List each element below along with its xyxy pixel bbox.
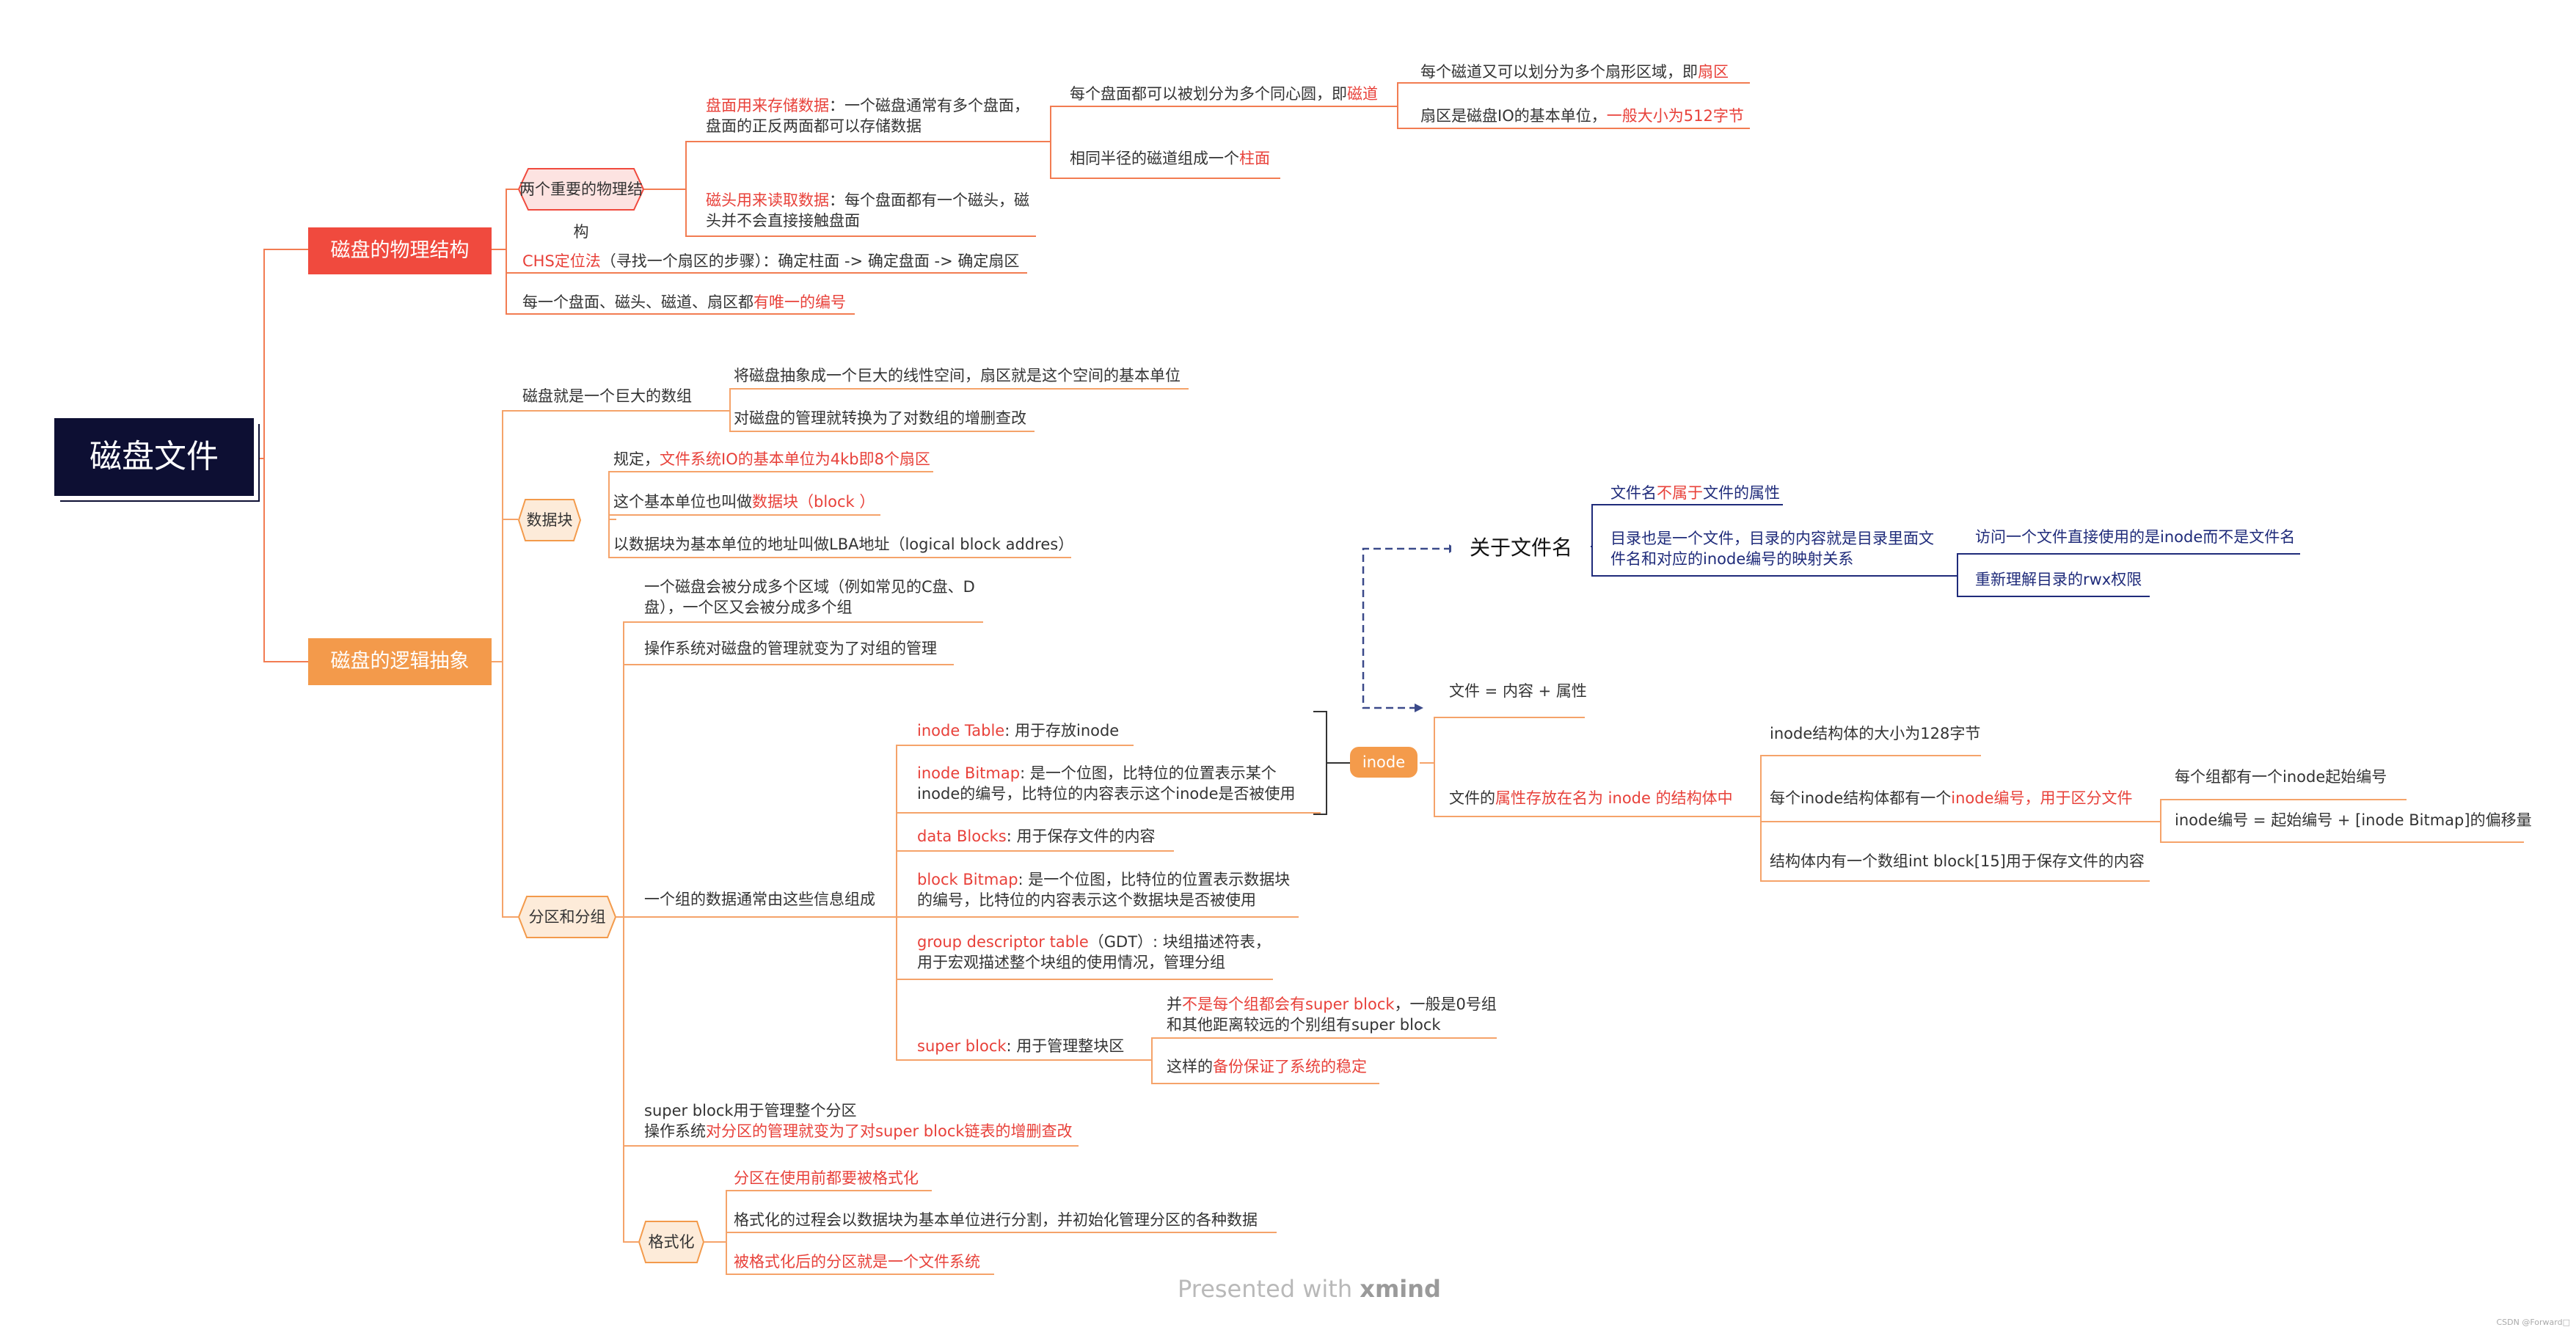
numbering-note[interactable]: 每一个盘面、磁头、磁道、扇区都有唯一的编号 bbox=[522, 293, 846, 311]
chs-note[interactable]: CHS定位法（寻找一个扇区的步骤）：确定柱面 -> 确定盘面 -> 确定扇区 bbox=[522, 252, 1020, 270]
topic-two-structures-label: 两个重要的物理结构 bbox=[519, 180, 643, 241]
file-equation[interactable]: 文件 = 内容 + 属性 bbox=[1449, 682, 1587, 700]
topic-physical-structure[interactable]: 磁盘的物理结构 bbox=[308, 227, 492, 274]
sector-unit-note[interactable]: 扇区是磁盘IO的基本单位，一般大小为512字节 bbox=[1420, 107, 1744, 125]
topic-partition-group-label: 分区和分组 bbox=[528, 908, 606, 926]
track-note[interactable]: 每个盘面都可以被划分为多个同心圆，即磁道 bbox=[1070, 85, 1378, 103]
block-note-3[interactable]: 以数据块为基本单位的地址叫做LBA地址（logical block addres… bbox=[613, 536, 1074, 553]
array-note-1[interactable]: 将磁盘抽象成一个巨大的线性空间，扇区就是这个空间的基本单位 bbox=[734, 367, 1181, 384]
format-note-3[interactable]: 被格式化后的分区就是一个文件系统 bbox=[734, 1253, 980, 1271]
inode-block-array-note[interactable]: 结构体内有一个数组int block[15]用于保存文件的内容 bbox=[1770, 852, 2145, 870]
array-topic[interactable]: 磁盘就是一个巨大的数组 bbox=[522, 387, 692, 405]
block-bitmap-note[interactable]: block Bitmap: 是一个位图，比特位的位置表示数据块的编号，比特位的内… bbox=[917, 871, 1291, 909]
sector-note[interactable]: 每个磁道又可以划分为多个扇形区域，即扇区 bbox=[1420, 63, 1729, 81]
platter-note[interactable]: 盘面用来存储数据：一个磁盘通常有多个盘面，盘面的正反两面都可以存储数据 bbox=[706, 97, 1029, 135]
super-block-note[interactable]: super block: 用于管理整块区 bbox=[917, 1037, 1125, 1055]
topic-format-label: 格式化 bbox=[648, 1233, 695, 1251]
topic-partition-group[interactable]: 分区和分组 bbox=[518, 896, 616, 938]
format-note-1[interactable]: 分区在使用前都要被格式化 bbox=[734, 1169, 919, 1187]
topic-data-block[interactable]: 数据块 bbox=[518, 499, 581, 541]
footer-credit: Presented with xmind bbox=[1178, 1275, 1441, 1303]
inode-size-note[interactable]: inode结构体的大小为128字节 bbox=[1770, 725, 1981, 742]
topic-two-structures[interactable]: 两个重要的物理结构 bbox=[518, 168, 644, 241]
access-by-inode-note[interactable]: 访问一个文件直接使用的是inode而不是文件名 bbox=[1975, 528, 2296, 546]
gdt-note[interactable]: group descriptor table（GDT）: 块组描述符表，用于宏观… bbox=[917, 933, 1271, 971]
block-note-2[interactable]: 这个基本单位也叫做数据块（block ） bbox=[613, 493, 875, 511]
inode-attr-note[interactable]: 文件的属性存放在名为 inode 的结构体中 bbox=[1449, 789, 1733, 807]
head-note[interactable]: 磁头用来读取数据：每个盘面都有一个磁头，磁头并不会直接接触盘面 bbox=[706, 191, 1029, 230]
group-composition[interactable]: 一个组的数据通常由这些信息组成 bbox=[644, 891, 875, 908]
block-note-1[interactable]: 规定，文件系统IO的基本单位为4kb即8个扇区 bbox=[613, 450, 930, 468]
root-topic[interactable]: 磁盘文件 bbox=[54, 418, 254, 496]
super-block-management[interactable]: super block用于管理整个分区操作系统对分区的管理就变为了对super … bbox=[644, 1102, 1073, 1140]
topic-format[interactable]: 格式化 bbox=[638, 1221, 704, 1263]
data-blocks-note[interactable]: data Blocks: 用于保存文件的内容 bbox=[917, 827, 1156, 845]
rwx-note[interactable]: 重新理解目录的rwx权限 bbox=[1975, 571, 2142, 588]
inode-number-note[interactable]: 每个inode结构体都有一个inode编号，用于区分文件 bbox=[1770, 789, 2133, 807]
directory-note[interactable]: 目录也是一个文件，目录的内容就是目录里面文件名和对应的inode编号的映射关系 bbox=[1610, 530, 1934, 568]
inode-start-note[interactable]: 每个组都有一个inode起始编号 bbox=[2175, 768, 2387, 786]
format-note-2[interactable]: 格式化的过程会以数据块为基本单位进行分割，并初始化管理分区的各种数据 bbox=[734, 1211, 1258, 1229]
super-block-detail-1[interactable]: 并不是每个组都会有super block，一般是0号组和其他距离较远的个别组有s… bbox=[1167, 995, 1497, 1034]
topic-data-block-label: 数据块 bbox=[526, 511, 573, 529]
super-block-detail-2[interactable]: 这样的备份保证了系统的稳定 bbox=[1167, 1058, 1367, 1075]
topic-about-filename[interactable]: 关于文件名 bbox=[1451, 522, 1591, 574]
array-note-2[interactable]: 对磁盘的管理就转换为了对数组的增删查改 bbox=[734, 409, 1026, 427]
topic-inode[interactable]: inode bbox=[1350, 747, 1417, 778]
watermark: CSDN @Forward□ bbox=[2496, 1318, 2571, 1327]
inode-formula-note[interactable]: inode编号 = 起始编号 + [inode Bitmap]的偏移量 bbox=[2175, 811, 2532, 829]
cylinder-note[interactable]: 相同半径的磁道组成一个柱面 bbox=[1070, 150, 1270, 167]
inode-table-note[interactable]: inode Table: 用于存放inode bbox=[917, 722, 1120, 739]
filename-not-attr[interactable]: 文件名不属于文件的属性 bbox=[1610, 484, 1780, 502]
partition-note-2[interactable]: 操作系统对磁盘的管理就变为了对组的管理 bbox=[644, 640, 937, 657]
topic-logical-abstraction[interactable]: 磁盘的逻辑抽象 bbox=[308, 638, 492, 685]
